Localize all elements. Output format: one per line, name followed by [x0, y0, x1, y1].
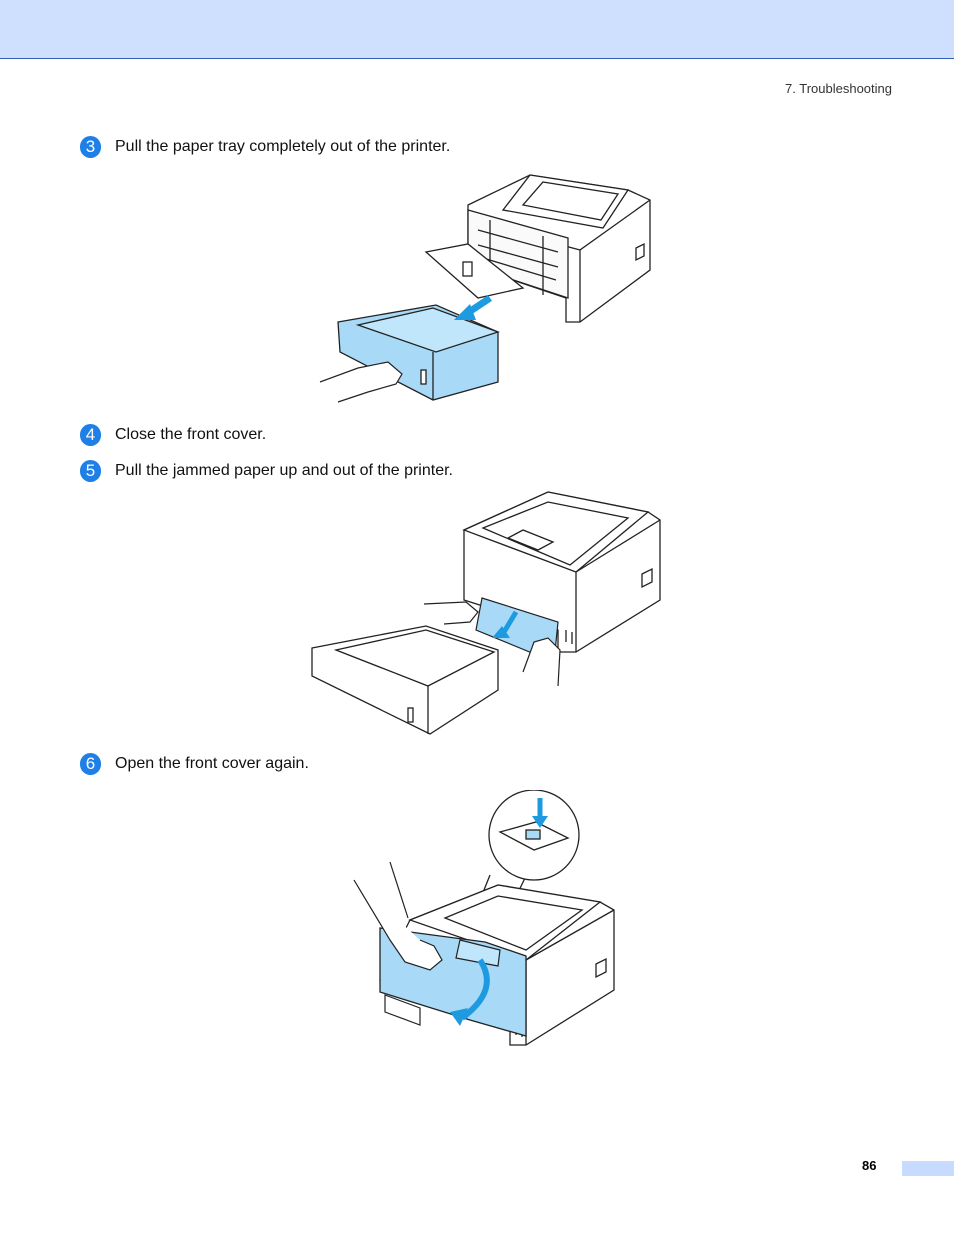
header-band — [0, 0, 954, 59]
step-text: Pull the paper tray completely out of th… — [115, 138, 451, 155]
figure-pull-tray — [319, 174, 651, 403]
step-text: Close the front cover. — [115, 426, 267, 443]
step-text: Pull the jammed paper up and out of the … — [115, 462, 453, 479]
step-text: Open the front cover again. — [115, 755, 309, 772]
step-4: 4 Close the front cover. — [80, 424, 266, 446]
step-number-badge: 6 — [80, 753, 101, 775]
figure-pull-jammed-paper — [311, 491, 661, 735]
page-tab — [902, 1161, 954, 1176]
step-number-badge: 5 — [80, 460, 101, 482]
step-6: 6 Open the front cover again. — [80, 753, 309, 775]
section-title: 7. Troubleshooting — [785, 81, 892, 96]
step-5: 5 Pull the jammed paper up and out of th… — [80, 460, 453, 482]
page-number: 86 — [862, 1158, 877, 1173]
step-3: 3 Pull the paper tray completely out of … — [80, 136, 450, 158]
figure-open-front-cover — [353, 790, 615, 1046]
step-number-badge: 4 — [80, 424, 101, 446]
step-number-badge: 3 — [80, 136, 101, 158]
